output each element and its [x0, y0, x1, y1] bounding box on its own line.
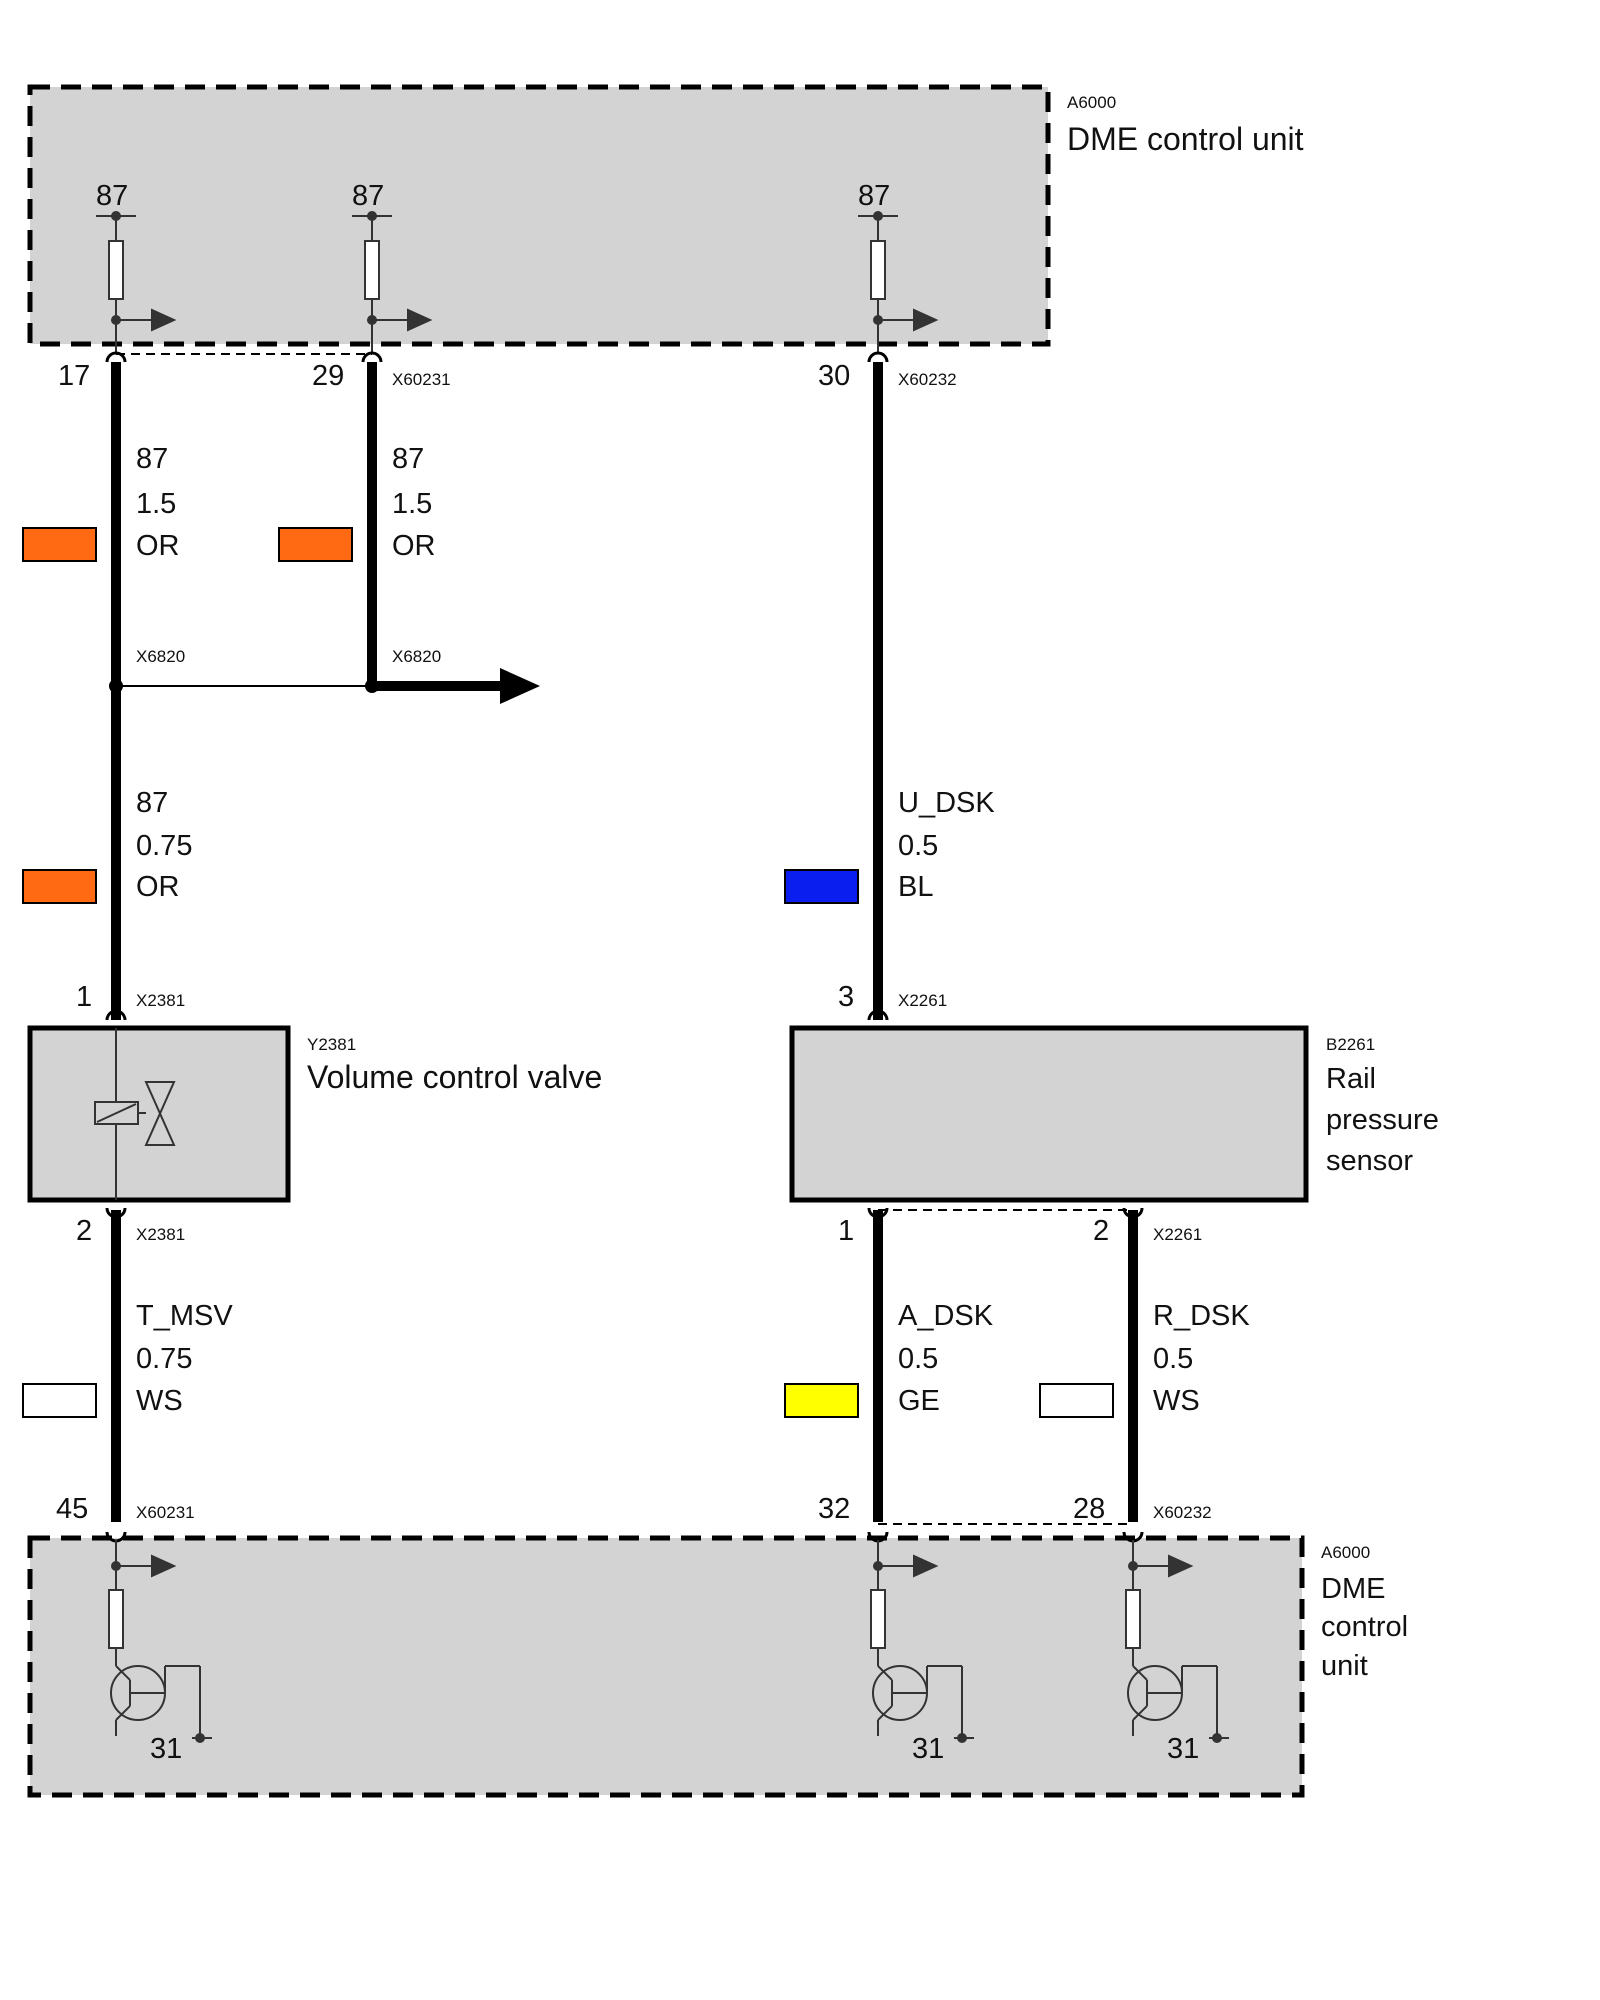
wire-color: OR	[136, 871, 180, 903]
color-swatch-ge	[784, 1383, 859, 1418]
wire-size: 0.75	[136, 830, 192, 862]
wire-size: 1.5	[136, 488, 176, 520]
volume-control-valve: 1 X2381 Y2381 Volume control valve 2 X23…	[27, 981, 602, 1247]
connector-label: X60232	[1153, 1503, 1212, 1522]
wire-signal: 87	[136, 443, 168, 475]
rail-pressure-sensor: 3 X2261 B2261 Rail pressure sensor 1 2 X…	[789, 981, 1439, 1247]
pin-label: 2	[76, 1215, 92, 1247]
pin-label: 2	[1093, 1215, 1109, 1247]
color-swatch-bl	[784, 869, 859, 904]
wire-color: BL	[898, 871, 933, 903]
wire-signal: T_MSV	[136, 1300, 233, 1332]
connector-label: X60231	[392, 370, 451, 389]
wire-signal: 87	[136, 787, 168, 819]
transistor-driver-icon	[1125, 1540, 1229, 1743]
connector-label: X60231	[136, 1503, 195, 1522]
bottom-unit-box	[27, 1535, 1305, 1798]
wire-signal: R_DSK	[1153, 1300, 1250, 1332]
ground-label: 31	[912, 1733, 944, 1765]
color-swatch-or	[22, 869, 97, 904]
wire-signal: 87	[392, 443, 424, 475]
wire-color: WS	[1153, 1385, 1200, 1417]
top-terminal-label: 87	[858, 180, 890, 212]
color-swatch-ws	[22, 1383, 97, 1418]
sensor-name-line: Rail	[1326, 1063, 1376, 1095]
connector-label: X6820	[136, 647, 185, 666]
color-swatch-or	[278, 527, 353, 562]
wire-color: OR	[136, 530, 180, 562]
color-swatch-ws	[1039, 1383, 1114, 1418]
ground-label: 31	[150, 1733, 182, 1765]
top-unit-circuit-3	[858, 211, 939, 352]
wire-size: 0.75	[136, 1343, 192, 1375]
connector-label: X6820	[392, 647, 441, 666]
top-control-unit: A6000 DME control unit	[27, 84, 1304, 352]
continuation-arrow-icon	[500, 668, 540, 704]
wire-size: 0.5	[898, 830, 938, 862]
wire-87-pin29	[361, 351, 383, 686]
top-unit-name: DME control unit	[1067, 121, 1304, 157]
top-terminal-label: 87	[352, 180, 384, 212]
sensor-box	[789, 1025, 1309, 1203]
sensor-name-line: sensor	[1326, 1145, 1413, 1177]
pin-label: 45	[56, 1493, 88, 1525]
pin-label: 17	[58, 360, 90, 392]
transistor-driver-icon	[108, 1540, 212, 1743]
valve-id: Y2381	[307, 1035, 356, 1054]
color-swatch-or	[22, 527, 97, 562]
wire-color: OR	[392, 530, 436, 562]
pin-label: 29	[312, 360, 344, 392]
pin-label: 30	[818, 360, 850, 392]
sensor-id: B2261	[1326, 1035, 1375, 1054]
wire-color: WS	[136, 1385, 183, 1417]
top-unit-circuit-1	[96, 211, 177, 352]
top-unit-id: A6000	[1067, 93, 1116, 112]
wire-size: 0.5	[1153, 1343, 1193, 1375]
connector-label: X2381	[136, 991, 185, 1010]
pin-label: 1	[76, 981, 92, 1013]
valve-name: Volume control valve	[307, 1059, 602, 1095]
bottom-unit-name-line: control	[1321, 1611, 1408, 1643]
pin-label: 28	[1073, 1493, 1105, 1525]
connector-label: X60232	[898, 370, 957, 389]
wire-color: GE	[898, 1385, 940, 1417]
wire-size: 1.5	[392, 488, 432, 520]
bottom-unit-name-line: unit	[1321, 1650, 1368, 1682]
connector-label: X2261	[1153, 1225, 1202, 1244]
wire-signal: U_DSK	[898, 787, 995, 819]
splice-x6820	[109, 668, 540, 704]
connector-label: X2261	[898, 991, 947, 1010]
pin-label: 32	[818, 1493, 850, 1525]
connector-label: X2381	[136, 1225, 185, 1244]
top-unit-circuit-2	[352, 211, 433, 352]
top-terminal-label: 87	[96, 180, 128, 212]
bottom-unit-name-line: DME	[1321, 1573, 1385, 1605]
wire-u-dsk	[867, 351, 889, 1010]
bottom-unit-id: A6000	[1321, 1543, 1370, 1562]
sensor-name-line: pressure	[1326, 1104, 1439, 1136]
wire-size: 0.5	[898, 1343, 938, 1375]
pin-label: 1	[838, 1215, 854, 1247]
ground-label: 31	[1167, 1733, 1199, 1765]
transistor-driver-icon	[870, 1540, 974, 1743]
solenoid-valve-icon	[94, 1028, 176, 1200]
bottom-control-unit: A6000 DME control unit	[27, 1531, 1408, 1798]
pin-label: 3	[838, 981, 854, 1013]
wire-signal: A_DSK	[898, 1300, 994, 1332]
